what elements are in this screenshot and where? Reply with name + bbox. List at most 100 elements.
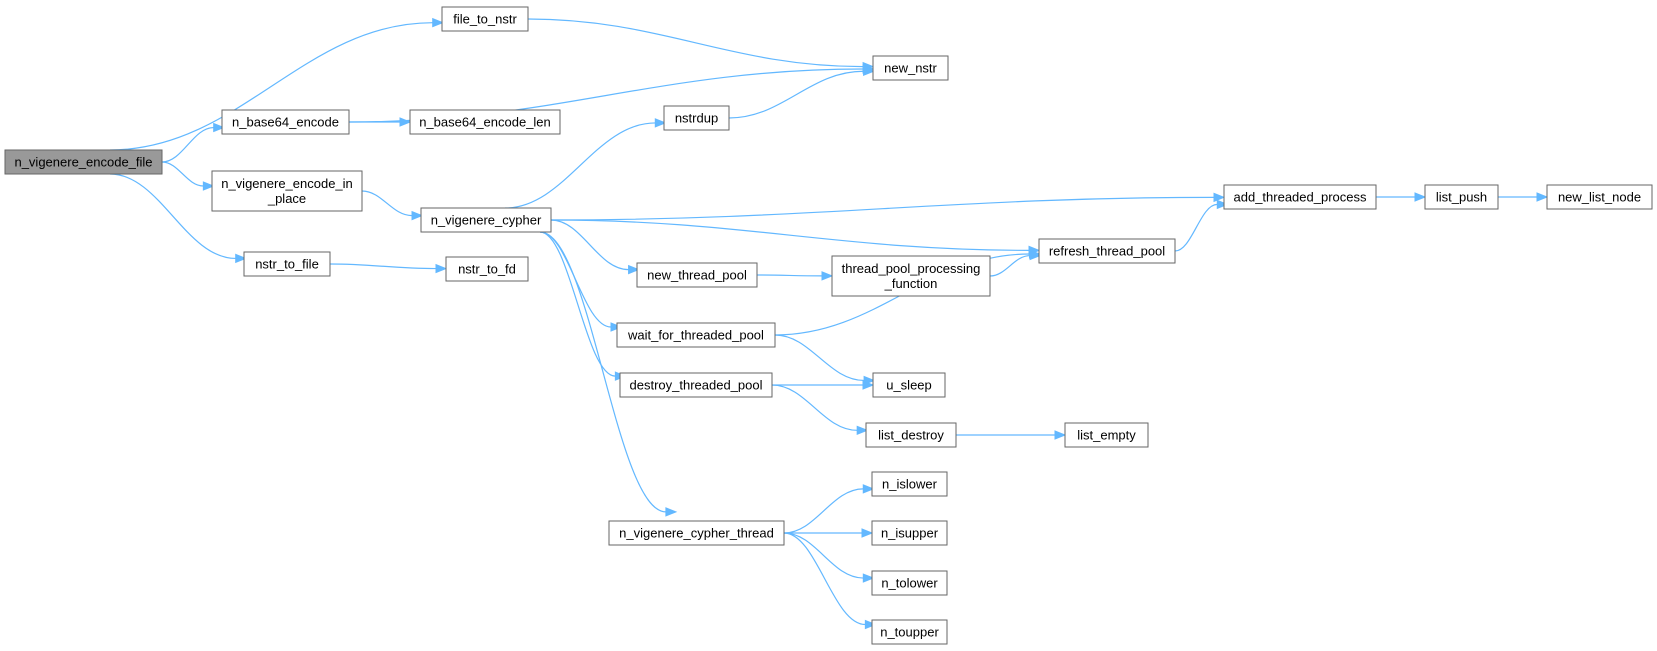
node-label: thread_pool_processing_function [842,261,981,291]
edge-n-vigenere-encode-file-to-n-vigenere-encode-in-place [161,161,215,191]
node-n-vigenere-encode-in-place[interactable]: n_vigenere_encode_in_place [211,170,363,212]
edge-new-thread-pool-to-thread-pool-processing-function [756,271,834,281]
edge-line [527,18,864,68]
node-box [441,6,529,32]
node-box [865,422,957,448]
edge-line [756,274,823,277]
edge-refresh-thread-pool-to-add-threaded-process [1174,199,1229,252]
edge-line [109,22,433,151]
node-list-push[interactable]: list_push [1424,184,1499,210]
node-label-line: n_vigenere_encode_file [14,155,152,170]
node-label: u_sleep [886,378,932,393]
node-box [871,570,948,596]
arrowhead-icon [1213,192,1226,203]
node-box [445,256,529,282]
node-box [1038,238,1176,264]
edge-line [1174,203,1218,252]
node-label: n_base64_encode_len [419,115,551,130]
node-label: refresh_thread_pool [1049,244,1165,259]
node-n-vigenere-cypher[interactable]: n_vigenere_cypher [420,207,552,233]
arrowhead-icon [862,484,875,494]
edge-n-vigenere-cypher-to-nstrdup [504,118,667,209]
node-file-to-nstr[interactable]: file_to_nstr [441,6,529,32]
edge-line [728,70,864,119]
edge-n-vigenere-cypher-to-add-threaded-process [550,192,1226,221]
node-box [420,207,552,233]
edge-n-vigenere-cypher-to-n-vigenere-cypher-thread [539,231,678,517]
node-box [871,471,948,497]
arrowhead-icon [628,264,640,275]
node-wait-for-threaded-pool[interactable]: wait_for_threaded_pool [616,322,776,348]
node-label-line: new_list_node [1558,190,1641,205]
edge-line [361,190,413,217]
node-label: new_list_node [1558,190,1641,205]
node-label-line: n_vigenere_encode_in [221,176,353,191]
node-refresh-thread-pool[interactable]: refresh_thread_pool [1038,238,1176,264]
node-n-vigenere-cypher-thread[interactable]: n_vigenere_cypher_thread [608,520,785,546]
node-n-base64-encode-len[interactable]: n_base64_encode_len [409,109,561,135]
edge-line [550,219,629,271]
node-nstr-to-file[interactable]: nstr_to_file [243,251,331,277]
node-label: list_destroy [878,428,944,443]
arrowhead-icon [1054,430,1067,440]
node-label: n_isupper [881,526,939,541]
arrowhead-icon [856,425,869,436]
node-add-threaded-process[interactable]: add_threaded_process [1223,184,1377,210]
arrowhead-icon [213,122,226,133]
nodes-layer: n_vigenere_encode_file file_to_nstr new_ns… [4,6,1653,645]
edge-add-threaded-process-to-list-push [1376,192,1427,202]
edge-n-vigenere-cypher-to-wait-for-threaded-pool [539,231,623,332]
node-list-destroy[interactable]: list_destroy [865,422,957,448]
node-n-toupper[interactable]: n_toupper [871,619,948,645]
node-n-base64-encode[interactable]: n_base64_encode [221,109,350,135]
node-box [243,251,331,277]
node-label-line: refresh_thread_pool [1049,244,1165,259]
node-box [608,520,785,546]
node-label-line: n_isupper [881,526,939,541]
node-thread-pool-processing-function[interactable]: thread_pool_processing_function [831,255,991,297]
node-n-tolower[interactable]: n_tolower [871,570,948,596]
node-label: n_islower [882,477,938,492]
edge-wait-for-threaded-pool-to-u-sleep [774,334,876,386]
node-label: file_to_nstr [453,12,517,27]
node-label: destroy_threaded_pool [630,378,763,393]
node-box [871,520,948,546]
node-new-thread-pool[interactable]: new_thread_pool [636,262,758,288]
node-label-line: _function [884,276,938,291]
arrowhead-icon [435,263,448,274]
edge-line [783,532,866,626]
edge-n-vigenere-cypher-thread-to-n-islower [783,484,875,534]
node-label-line: new_nstr [884,61,937,76]
node-label-line: n_toupper [880,625,939,640]
node-u-sleep[interactable]: u_sleep [872,372,946,398]
node-label-line: n_base64_encode_len [419,115,551,130]
node-new-nstr[interactable]: new_nstr [872,55,949,81]
node-label: n_tolower [881,576,938,591]
node-label: wait_for_threaded_pool [627,328,764,343]
node-new-list-node[interactable]: new_list_node [1546,184,1653,210]
node-list-empty[interactable]: list_empty [1064,422,1149,448]
node-nstrdup[interactable]: nstrdup [663,105,730,131]
node-box [831,255,991,297]
node-nstr-to-fd[interactable]: nstr_to_fd [445,256,529,282]
node-n-vigenere-encode-file[interactable]: n_vigenere_encode_file [4,149,163,175]
node-destroy-threaded-pool[interactable]: destroy_threaded_pool [619,372,773,398]
node-n-isupper[interactable]: n_isupper [871,520,948,546]
edge-line [539,231,666,513]
node-label: list_push [1436,190,1487,205]
edge-line [550,196,1215,221]
node-n-islower[interactable]: n_islower [871,471,948,497]
node-box [636,262,758,288]
edge-nstrdup-to-new-nstr [728,66,875,119]
node-label-line: n_islower [882,477,938,492]
arrowhead-icon [821,271,834,281]
edge-n-vigenere-encode-file-to-file-to-nstr [109,17,445,151]
node-label-line: add_threaded_process [1234,190,1367,205]
node-box [619,372,773,398]
arrowhead-icon [654,118,667,128]
node-label-line: _place [267,191,306,206]
edge-nstr-to-file-to-nstr-to-fd [329,263,448,274]
node-label-line: n_vigenere_cypher [431,213,542,228]
node-label: n_base64_encode [232,115,339,130]
